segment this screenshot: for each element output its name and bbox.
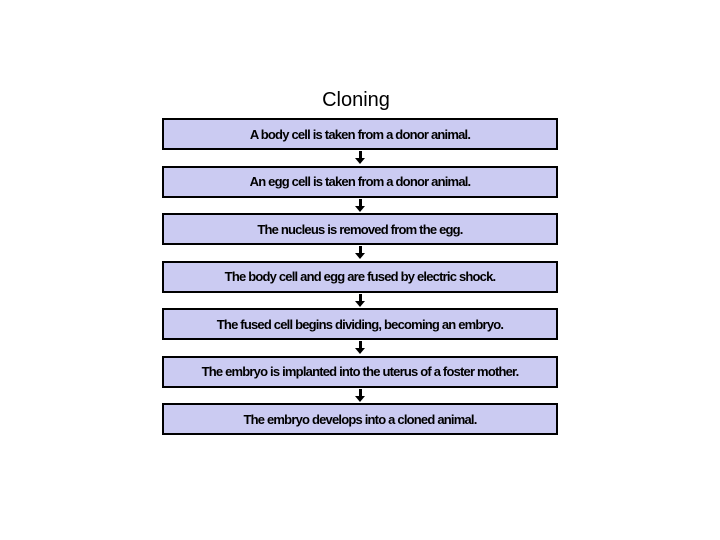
flow-step-box: An egg cell is taken from a donor animal…: [162, 165, 558, 198]
down-arrow-icon: [162, 388, 558, 404]
arrow-head: [355, 395, 365, 402]
arrow-stem: [358, 198, 362, 206]
down-arrow-icon: [162, 150, 558, 166]
arrow-stem: [358, 246, 362, 254]
flow-step-box: A body cell is taken from a donor animal…: [162, 118, 558, 150]
arrow-head: [355, 348, 365, 355]
down-arrow-icon: [162, 198, 558, 214]
down-arrow-icon: [162, 245, 558, 261]
flow-step-box: The body cell and egg are fused by elect…: [162, 260, 558, 293]
flow-step-box: The nucleus is removed from the egg.: [162, 213, 558, 245]
arrow-stem: [358, 341, 362, 349]
arrow-head: [355, 158, 365, 165]
flow-step-label: The embryo is implanted into the uterus …: [201, 364, 520, 379]
flow-step-label: The fused cell begins dividing, becoming…: [216, 316, 504, 332]
flow-step-label: A body cell is taken from a donor animal…: [249, 126, 471, 142]
down-arrow-icon: [162, 293, 558, 309]
flow-step-box: The embryo develops into a cloned animal…: [162, 403, 558, 435]
slide-title: Cloning: [322, 89, 390, 111]
flow-step-label: The embryo develops into a cloned animal…: [243, 411, 477, 427]
flow-step-label: The nucleus is removed from the egg.: [257, 221, 463, 237]
flow-step-label: An egg cell is taken from a donor animal…: [249, 174, 472, 189]
arrow-head: [355, 205, 365, 212]
flow-step-box: The fused cell begins dividing, becoming…: [162, 308, 558, 340]
arrow-stem: [358, 388, 362, 396]
flow-step-box: The embryo is implanted into the uterus …: [162, 355, 558, 388]
arrow-stem: [358, 293, 362, 301]
down-arrow-icon: [162, 340, 558, 356]
cloning-flowchart: A body cell is taken from a donor animal…: [162, 118, 558, 435]
arrow-head: [355, 253, 365, 260]
arrow-stem: [358, 151, 362, 159]
arrow-head: [355, 300, 365, 307]
flow-step-label: The body cell and egg are fused by elect…: [224, 269, 496, 284]
